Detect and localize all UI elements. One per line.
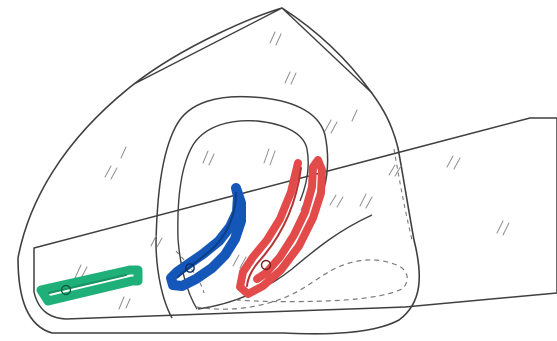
red-ribbon-icon (240, 160, 322, 294)
lower-dashed-guide (196, 260, 407, 309)
sketch-mark (119, 297, 130, 309)
sketch-mark (447, 156, 460, 169)
sketch-mark (360, 194, 372, 208)
right-dashed-guide (394, 149, 412, 240)
sketch-mark (270, 32, 281, 45)
red-ribbon-band (240, 160, 322, 294)
sketch-mark (285, 72, 296, 84)
sketch-mark (325, 120, 337, 133)
sketch-mark (497, 221, 509, 235)
sketch-mark (105, 166, 117, 179)
sketch-mark (389, 165, 401, 176)
sketch-mark (121, 147, 126, 158)
green-ribbon-icon (41, 270, 138, 301)
sketch-mark (203, 151, 214, 165)
sketch-mark (352, 110, 357, 121)
sketch-mark (264, 149, 275, 165)
sketch-mark (330, 195, 343, 207)
